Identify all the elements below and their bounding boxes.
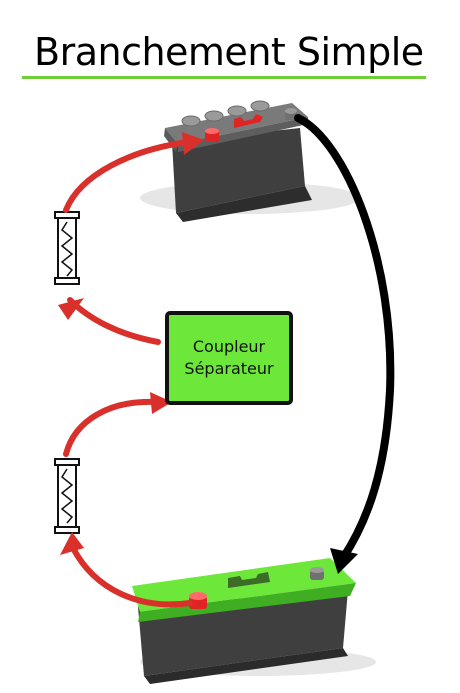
page-title: Branchement Simple [34, 30, 424, 74]
coupler-separator-box: Coupleur Séparateur [165, 311, 293, 405]
battery-bottom-icon [132, 558, 376, 684]
arrow-to-top-fuse-icon [67, 297, 161, 345]
battery-top-icon [140, 100, 360, 222]
fuse-bottom-icon [54, 458, 80, 534]
positive-terminal-icon [205, 131, 219, 142]
coupler-label-line1: Coupleur [192, 337, 266, 356]
negative-arrowhead-icon [330, 548, 358, 574]
negative-wire-icon [294, 114, 395, 562]
fuse-top-icon [54, 211, 80, 285]
arrow-to-coupler-icon [63, 398, 159, 457]
arrow-to-bottom-fuse-icon [70, 545, 193, 608]
arrow-to-top-battery-icon [63, 139, 191, 213]
coupler-label-line2: Séparateur [184, 359, 274, 378]
title-underline [22, 76, 426, 79]
